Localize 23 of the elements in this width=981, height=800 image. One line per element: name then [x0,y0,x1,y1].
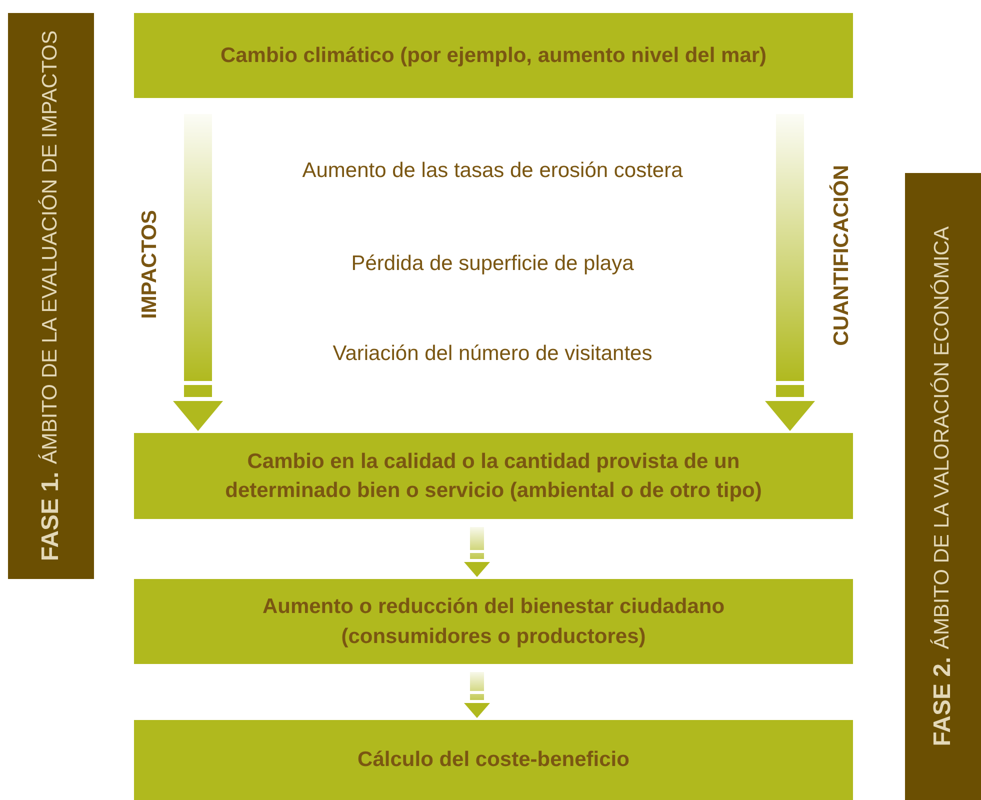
edge-label: CUANTIFICACIÓN [828,165,854,346]
box-text: Cambio climático (por ejemplo, aumento nivel del mar) [220,42,767,69]
phase-subtitle: ÁMBITO DE LA VALORACIÓN ECONÓMICA [932,226,954,650]
gradient-arrow [464,527,490,577]
impact-text: Variación del número de visitantes [332,341,654,367]
box-text: Cálculo del coste-beneficio [358,747,630,774]
edge-label: IMPACTOS [137,210,162,319]
process-box [134,720,853,800]
phase-band [905,173,981,800]
process-box [134,433,853,519]
box-text: Cambio en la calidad o la cantidad provista de un determinado bien o servicio (ambiental o de otro tipo) [224,448,763,504]
phase-subtitle: ÁMBITO DE LA EVALUACIÓN DE IMPACTOS [40,30,62,464]
impact-text: Aumento de las tasas de erosión costera [301,158,684,184]
gradient-arrow [765,114,815,431]
phase-band [8,13,94,579]
gradient-arrow [464,672,490,718]
box-text: Aumento o reducción del bienestar ciudadano (consumidores o productores) [261,594,726,650]
phase-title: FASE 1. [38,472,64,562]
process-box [134,13,853,98]
phase-title: FASE 2. [930,657,956,747]
impact-text: Pérdida de superficie de playa [350,251,635,277]
process-box [134,579,853,664]
gradient-arrow [173,114,223,431]
